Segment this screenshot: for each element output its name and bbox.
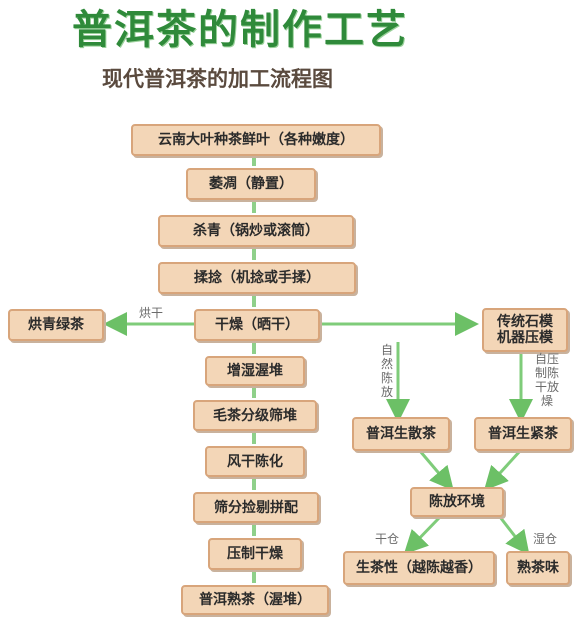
step-rolling-label: 揉捻（机捻或手揉） [194, 270, 320, 286]
step-fixing-label: 杀青（锅炒或滚筒） [193, 223, 319, 239]
step-green-tea: 烘青绿茶 [8, 309, 104, 341]
step-stone-press-line2: 机器压模 [497, 330, 553, 346]
step-raw-loose: 普洱生散茶 [352, 417, 450, 451]
label-bake-dry: 烘干 [138, 306, 163, 320]
label-wet-storage: 湿仓 [532, 532, 557, 546]
step-storage: 陈放环境 [410, 487, 504, 517]
step-withering-label: 萎凋（静置） [209, 176, 293, 192]
step-raw-loose-label: 普洱生散茶 [366, 426, 436, 442]
step-raw-character-label: 生茶性（越陈越香） [356, 560, 482, 576]
step-withering: 萎凋（静置） [186, 168, 316, 200]
label-self-press-aging: 自压制陈干放燥 [534, 352, 559, 408]
step-raw-compressed: 普洱生紧茶 [474, 417, 572, 451]
arrow-to-ripe-flavor [498, 516, 530, 556]
step-sorting-label: 筛分捡剔拼配 [214, 499, 298, 516]
page-title: 普洱茶的制作工艺 [72, 7, 408, 53]
step-raw-character: 生茶性（越陈越香） [343, 551, 495, 585]
arrow-to-raw-character [403, 515, 442, 555]
step-grading: 毛茶分级筛堆 [193, 400, 317, 431]
step-rolling: 揉捻（机捻或手揉） [158, 262, 356, 294]
step-fixing: 杀青（锅炒或滚筒） [158, 215, 354, 247]
step-drying: 干燥（晒干） [194, 309, 320, 341]
step-green-tea-label: 烘青绿茶 [28, 317, 84, 333]
step-sorting: 筛分捡剔拼配 [193, 492, 319, 523]
step-ripe-flavor: 熟茶味 [506, 551, 570, 585]
step-piling: 增湿渥堆 [205, 356, 305, 386]
step-ripe-tea: 普洱熟茶（渥堆） [181, 585, 329, 615]
label-dry-storage: 干仓 [374, 532, 399, 546]
step-fresh-leaves: 云南大叶种茶鲜叶（各种嫩度） [131, 124, 381, 156]
arrow-loose-to-storage [418, 450, 454, 491]
step-stone-press-line1: 传统石模 [497, 314, 553, 330]
step-pressing: 压制干燥 [208, 538, 302, 570]
step-air-dry-label: 风干陈化 [227, 453, 283, 470]
step-piling-label: 增湿渥堆 [227, 363, 283, 379]
step-fresh-leaves-label: 云南大叶种茶鲜叶（各种嫩度） [158, 132, 354, 148]
step-ripe-flavor-label: 熟茶味 [517, 560, 559, 576]
arrow-compressed-to-storage [483, 449, 522, 491]
step-grading-label: 毛茶分级筛堆 [213, 407, 297, 424]
label-natural-aging: 自然陈放 [380, 343, 393, 399]
step-storage-label: 陈放环境 [429, 494, 485, 510]
page-subtitle: 现代普洱茶的加工流程图 [102, 67, 333, 91]
step-raw-compressed-label: 普洱生紧茶 [488, 426, 558, 442]
step-stone-press: 传统石模 机器压模 [482, 308, 568, 352]
step-pressing-label: 压制干燥 [227, 546, 283, 562]
step-drying-label: 干燥（晒干） [215, 317, 299, 333]
step-ripe-tea-label: 普洱熟茶（渥堆） [199, 592, 311, 608]
step-air-dry: 风干陈化 [205, 446, 305, 477]
